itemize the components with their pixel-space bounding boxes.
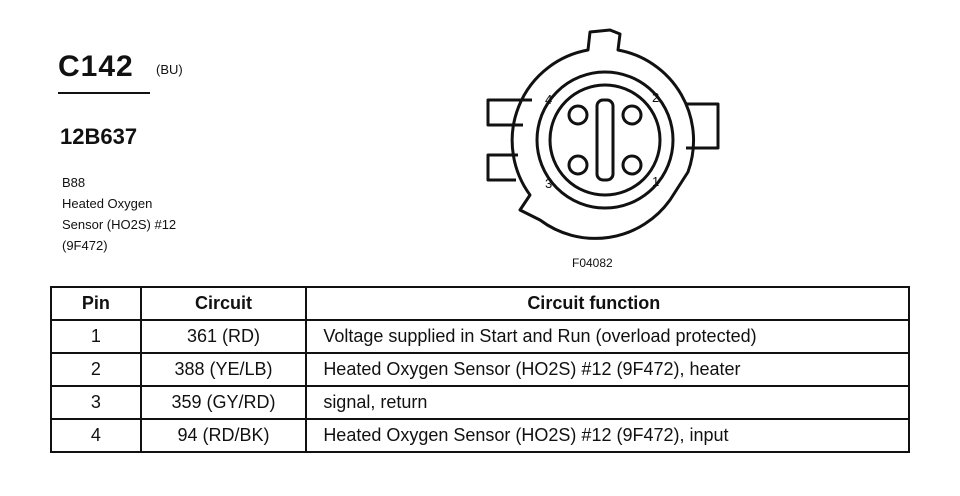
right-latch-tab bbox=[686, 102, 720, 150]
cell-pin: 4 bbox=[50, 418, 142, 453]
pin-1-socket bbox=[621, 154, 643, 176]
pinout-table: Pin Circuit Circuit function 1 361 (RD) … bbox=[50, 286, 910, 453]
header-pin: Pin bbox=[50, 286, 142, 321]
table-row: 2 388 (YE/LB) Heated Oxygen Sensor (HO2S… bbox=[50, 352, 910, 387]
table-row: 3 359 (GY/RD) signal, return bbox=[50, 385, 910, 420]
cell-function: Heated Oxygen Sensor (HO2S) #12 (9F472),… bbox=[305, 352, 910, 387]
pin-3-socket bbox=[567, 154, 589, 176]
pin-4-socket bbox=[567, 104, 589, 126]
cell-circuit: 359 (GY/RD) bbox=[139, 385, 308, 420]
pin-label-4: 4 bbox=[545, 92, 552, 107]
cell-circuit: 388 (YE/LB) bbox=[139, 352, 308, 387]
table-row: 4 94 (RD/BK) Heated Oxygen Sensor (HO2S)… bbox=[50, 418, 910, 453]
table-row: 1 361 (RD) Voltage supplied in Start and… bbox=[50, 319, 910, 354]
pin-label-3: 3 bbox=[545, 176, 552, 191]
connector-inner-rim bbox=[535, 70, 675, 210]
table-header-row: Pin Circuit Circuit function bbox=[50, 286, 910, 321]
connector-id: C142 bbox=[58, 50, 134, 83]
connector-color: (BU) bbox=[156, 62, 183, 77]
part-number: 12B637 bbox=[60, 124, 138, 149]
pin-label-1: 1 bbox=[652, 174, 659, 189]
cell-function: signal, return bbox=[305, 385, 910, 420]
connector-housing bbox=[510, 28, 696, 240]
component-description: B88 Heated Oxygen Sensor (HO2S) #12 (9F4… bbox=[62, 172, 176, 256]
pin-area bbox=[548, 83, 662, 197]
description-line: (9F472) bbox=[62, 238, 108, 253]
header-circuit-function: Circuit function bbox=[305, 286, 910, 321]
cell-function: Voltage supplied in Start and Run (overl… bbox=[305, 319, 910, 354]
header-circuit: Circuit bbox=[139, 286, 308, 321]
lower-latch-tab bbox=[486, 153, 518, 182]
cell-function: Heated Oxygen Sensor (HO2S) #12 (9F472),… bbox=[305, 418, 910, 453]
cell-pin: 3 bbox=[50, 385, 142, 420]
description-line: Heated Oxygen bbox=[62, 196, 153, 211]
cell-pin: 1 bbox=[50, 319, 142, 354]
title-underline bbox=[58, 92, 150, 94]
cell-circuit: 361 (RD) bbox=[139, 319, 308, 354]
cell-pin: 2 bbox=[50, 352, 142, 387]
pin-2-socket bbox=[621, 104, 643, 126]
description-line: Sensor (HO2S) #12 bbox=[62, 217, 177, 232]
description-line: B88 bbox=[62, 175, 86, 190]
connector-face-diagram: 4 2 3 1 bbox=[486, 28, 720, 240]
figure-code: F04082 bbox=[572, 256, 613, 270]
cell-circuit: 94 (RD/BK) bbox=[139, 418, 308, 453]
upper-latch-tab bbox=[486, 98, 532, 127]
center-key-bar bbox=[595, 98, 615, 182]
pin-label-2: 2 bbox=[652, 90, 659, 105]
